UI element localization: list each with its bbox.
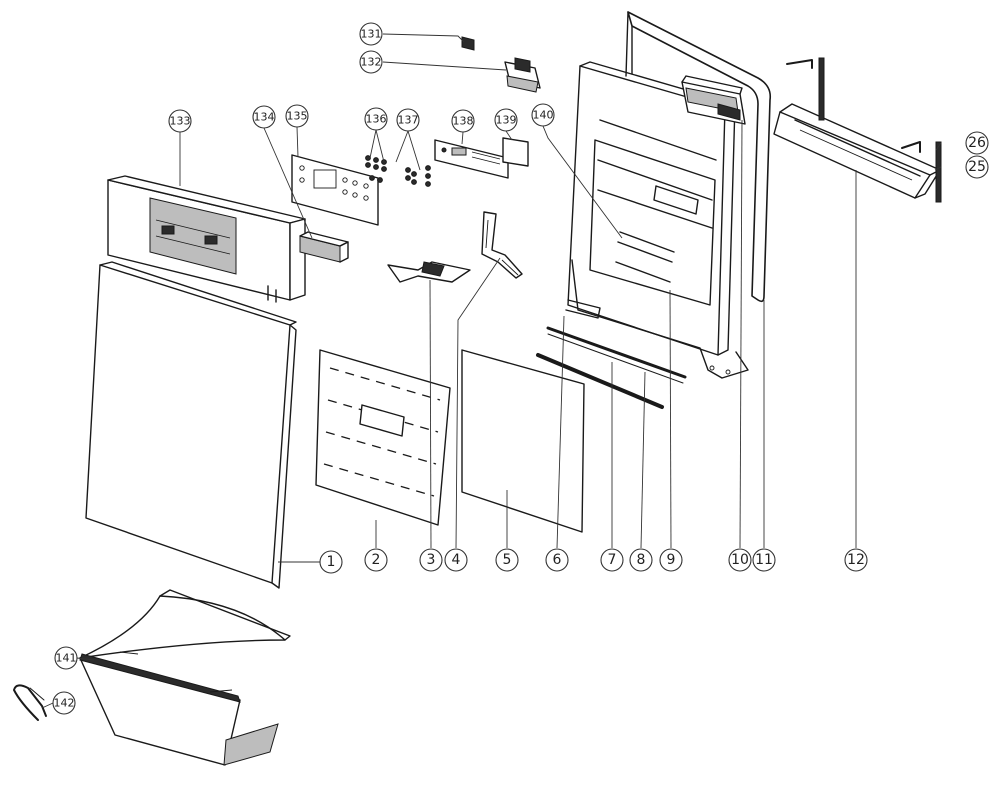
part-outer-door-panel xyxy=(85,261,297,589)
callout-133: 133 xyxy=(168,109,192,133)
part-center-bracket xyxy=(387,261,471,283)
part-top-trim-rail xyxy=(773,103,941,199)
svg-text:135: 135 xyxy=(287,110,308,123)
svg-text:6: 6 xyxy=(553,552,562,568)
callout-1: 1 xyxy=(319,550,343,574)
callout-26: 26 xyxy=(965,131,989,155)
svg-text:137: 137 xyxy=(398,114,419,127)
part-button-springs xyxy=(405,165,431,187)
svg-text:136: 136 xyxy=(366,113,387,126)
part-hinge-spring xyxy=(901,141,942,203)
svg-text:25: 25 xyxy=(968,159,986,175)
part-kick-plate xyxy=(79,589,291,766)
part-door-switch xyxy=(461,36,475,51)
svg-text:26: 26 xyxy=(968,135,986,151)
callout-2: 2 xyxy=(364,548,388,572)
svg-text:12: 12 xyxy=(847,552,865,568)
part-insulation-pad xyxy=(502,137,529,167)
callout-3: 3 xyxy=(419,548,443,572)
leader-lines xyxy=(41,33,942,709)
callout-4: 4 xyxy=(444,548,468,572)
callout-141: 141 xyxy=(54,646,78,670)
part-lower-seal-strip xyxy=(546,326,687,384)
part-wire-harness xyxy=(481,211,523,279)
part-inner-door xyxy=(565,61,749,379)
callout-7: 7 xyxy=(600,548,624,572)
callout-135: 135 xyxy=(285,104,309,128)
svg-text:138: 138 xyxy=(453,115,474,128)
svg-text:140: 140 xyxy=(533,109,554,122)
callout-131: 131 xyxy=(359,22,383,46)
callout-8: 8 xyxy=(629,548,653,572)
callout-139: 139 xyxy=(494,108,518,132)
callout-6: 6 xyxy=(545,548,569,572)
svg-text:10: 10 xyxy=(731,552,749,568)
svg-text:142: 142 xyxy=(54,697,75,710)
svg-text:7: 7 xyxy=(608,552,617,568)
part-control-fascia xyxy=(107,175,306,303)
callout-12: 12 xyxy=(844,548,868,572)
part-bottom-seal-strip xyxy=(536,353,664,409)
callout-142: 142 xyxy=(52,691,76,715)
callout-136: 136 xyxy=(364,107,388,131)
part-inner-sheet xyxy=(461,349,585,533)
part-display-board xyxy=(434,139,509,179)
svg-text:8: 8 xyxy=(637,552,646,568)
callout-9: 9 xyxy=(659,548,683,572)
svg-text:2: 2 xyxy=(372,552,381,568)
part-hinge-spring-top xyxy=(786,57,825,121)
part-control-board xyxy=(291,154,379,226)
part-retaining-clip xyxy=(13,684,47,721)
callout-137: 137 xyxy=(396,108,420,132)
svg-text:5: 5 xyxy=(503,552,512,568)
svg-text:4: 4 xyxy=(452,552,461,568)
callout-5: 5 xyxy=(495,548,519,572)
svg-text:3: 3 xyxy=(427,552,436,568)
callout-11: 11 xyxy=(752,548,776,572)
svg-text:11: 11 xyxy=(755,552,773,568)
part-detergent-dispenser xyxy=(681,75,746,125)
svg-text:139: 139 xyxy=(496,114,517,127)
callout-134: 134 xyxy=(252,105,276,129)
callout-138: 138 xyxy=(451,109,475,133)
part-door-lock xyxy=(504,57,541,93)
svg-text:134: 134 xyxy=(254,111,275,124)
svg-text:141: 141 xyxy=(56,652,77,665)
svg-text:9: 9 xyxy=(667,552,676,568)
callout-140: 140 xyxy=(531,103,555,127)
svg-text:1: 1 xyxy=(327,554,336,570)
part-insulation-sheet xyxy=(315,349,451,526)
svg-text:131: 131 xyxy=(361,28,382,41)
part-switch-bracket xyxy=(299,231,349,263)
callout-25: 25 xyxy=(965,155,989,179)
svg-text:133: 133 xyxy=(170,115,191,128)
callout-10: 10 xyxy=(728,548,752,572)
svg-text:132: 132 xyxy=(361,56,382,69)
part-door-gasket xyxy=(625,11,772,303)
callout-132: 132 xyxy=(359,50,383,74)
